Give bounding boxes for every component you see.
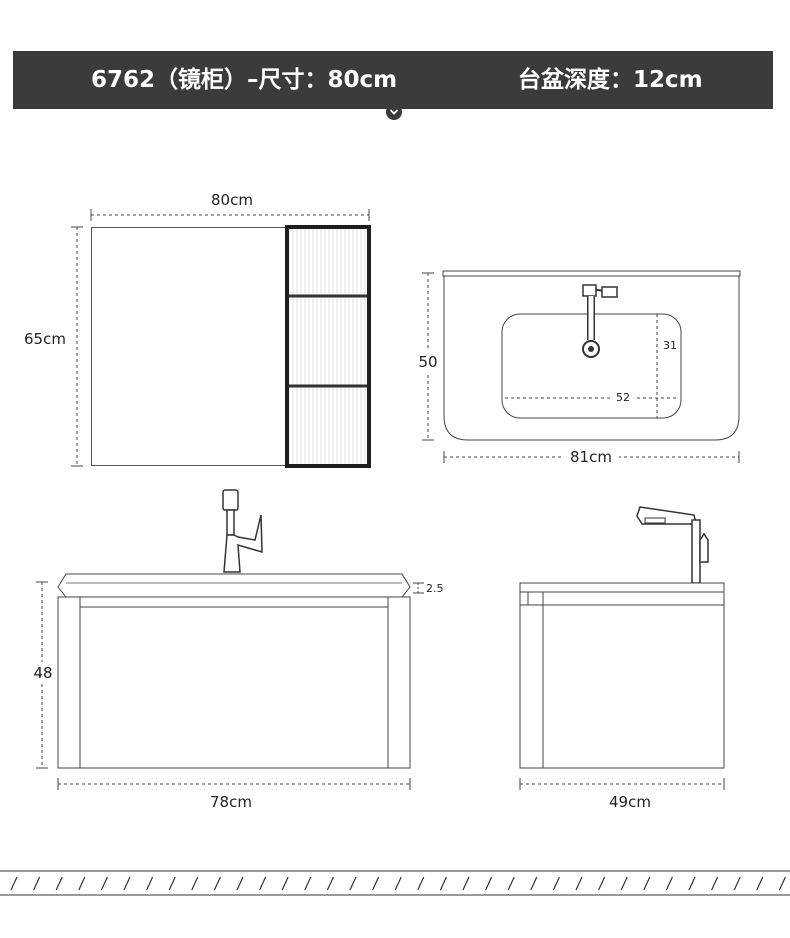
hatch-slash — [643, 876, 651, 891]
hatch-slash — [394, 876, 402, 891]
hatch-slash — [100, 876, 108, 891]
hatch-slash — [462, 876, 470, 891]
mirror-shelf-frame — [285, 225, 371, 468]
vanity-height-label: 48 — [33, 664, 52, 682]
bowl-depth-dimension: 31 — [652, 313, 677, 419]
mirror-width-dimension: 80cm — [90, 191, 370, 221]
hatch-slash — [326, 876, 334, 891]
bowl-width-dimension: 52 — [505, 390, 677, 404]
mirror-height-dimension: 65cm — [24, 226, 83, 467]
basin-height-label: 50 — [418, 353, 437, 371]
hatch-slash — [756, 876, 764, 891]
hatch-slash — [372, 876, 380, 891]
hatch-slash — [733, 876, 741, 891]
hatch-slash — [688, 876, 696, 891]
hatch-slash — [620, 876, 628, 891]
hatch-slash — [191, 876, 199, 891]
side-depth-dimension: 49cm — [519, 778, 725, 811]
hatch-slash — [417, 876, 425, 891]
mirror-cabinet — [91, 225, 371, 468]
basin-depth-title: 台盆深度：12cm — [518, 67, 703, 93]
hatch-slash — [123, 876, 131, 891]
basin-width-label: 81cm — [570, 448, 612, 466]
hatch-slash — [711, 876, 719, 891]
mirror-width-label: 80cm — [211, 191, 253, 209]
vanity-width-label: 78cm — [210, 793, 252, 811]
vanity-drawer-front — [79, 596, 389, 769]
bowl-width-label: 52 — [616, 391, 630, 404]
mirror-panel — [91, 227, 288, 466]
chevron-down-icon — [386, 104, 402, 120]
hatch-slash — [33, 876, 41, 891]
basin-height-dimension: 50 — [416, 272, 440, 441]
countertop-thickness-label: 2.5 — [426, 582, 444, 595]
side-depth-label: 49cm — [609, 793, 651, 811]
hatch-slash — [259, 876, 267, 891]
basin-width-dimension: 81cm — [443, 447, 740, 467]
hatch-slash — [168, 876, 176, 891]
hatch-slash — [281, 876, 289, 891]
hatch-slash — [485, 876, 493, 891]
hatch-slash — [10, 876, 18, 891]
hatch-slash — [507, 876, 515, 891]
hatch-slash — [213, 876, 221, 891]
hatch-slash — [665, 876, 673, 891]
hatch-slash — [78, 876, 86, 891]
hatch-slash — [349, 876, 357, 891]
hatch-slash — [575, 876, 583, 891]
vanity-side-view — [519, 506, 725, 769]
hatch-slash — [778, 876, 786, 891]
hatch-slash — [530, 876, 538, 891]
vanity-front-view — [57, 489, 411, 769]
faucet-front-icon — [222, 489, 263, 573]
basin-top-view — [442, 270, 741, 441]
countertop-thickness-dimension: 2.5 — [413, 582, 444, 595]
hatch-slash — [552, 876, 560, 891]
decorative-hatch-divider — [0, 870, 790, 896]
side-cabinet-body — [519, 591, 725, 769]
hatch-slash — [236, 876, 244, 891]
hatch-slash — [598, 876, 606, 891]
vanity-countertop — [57, 573, 411, 598]
basin-back-edge — [442, 270, 741, 277]
header-banner: 6762（镜柜）–尺寸：80cm 台盆深度：12cm — [13, 51, 773, 109]
side-countertop — [519, 582, 725, 593]
hatch-slash — [146, 876, 154, 891]
hatch-slash — [439, 876, 447, 891]
faucet-top-icon — [582, 284, 618, 358]
hatch-slash — [55, 876, 63, 891]
bowl-depth-label: 31 — [663, 339, 677, 352]
hatch-slash — [304, 876, 312, 891]
vanity-width-dimension: 78cm — [57, 778, 411, 811]
model-size-title: 6762（镜柜）–尺寸：80cm — [91, 67, 398, 93]
vanity-height-dimension: 48 — [32, 581, 54, 769]
mirror-height-label: 65cm — [24, 330, 66, 348]
faucet-side-icon — [636, 506, 709, 584]
